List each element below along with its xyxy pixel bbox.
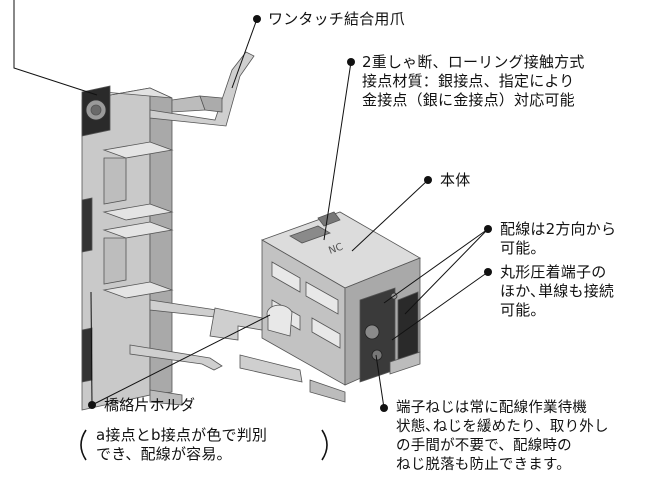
contact-line-2: 接点材質：銀接点、指定により (362, 72, 575, 90)
wiring-line-1: 配線は2方向から (500, 220, 617, 238)
holder-callout-title: 橋絡片ホルダ (104, 396, 196, 414)
terminal-line-3: 可能。 (500, 301, 546, 319)
wiring-callout: 配線は2方向から 可能。 (500, 220, 616, 258)
screw-line-2: 状態､ねじを緩めたり、取り外し (396, 419, 609, 435)
wiring-line-2: 可能。 (500, 239, 546, 257)
wiring-callout-dot (484, 225, 492, 233)
screw-line-1: 端子ねじは常に配線作業待機 (396, 400, 588, 416)
holder-callout-desc: a接点とb接点が色で判別 でき、配線が容易。 (96, 426, 267, 464)
claw-callout-dot (253, 15, 261, 23)
claw-callout: ワンタッチ結合用爪 (268, 10, 405, 28)
left-bracket (80, 429, 87, 461)
right-bracket (321, 429, 328, 461)
screw-line-4: ねじ脱落も防止できます。 (396, 457, 571, 473)
terminal-line-2: ほか､単線も接続 (500, 282, 615, 300)
terminal-callout-dot (484, 268, 492, 276)
leader-lines (13, 0, 489, 409)
contact-line-3: 金接点（銀に金接点）対応可能 (362, 91, 575, 109)
terminal-line-1: 丸形圧着端子の (500, 263, 607, 281)
holder-callout-dot (88, 401, 96, 409)
screw-callout: 端子ねじは常に配線作業待機 状態､ねじを緩めたり、取り外し の手間が不要で、配線… (396, 399, 609, 475)
screw-callout-dot (380, 404, 388, 412)
holder-line-1: a接点とb接点が色で判別 (96, 426, 268, 444)
contact-line-1: 2重しゃ断、ローリング接触方式 (362, 53, 585, 71)
contact-callout-dot (347, 58, 355, 66)
terminal-callout: 丸形圧着端子の ほか､単線も接続 可能。 (500, 263, 614, 320)
svg-text:NC: NC (327, 242, 344, 257)
contact-callout: 2重しゃ断、ローリング接触方式 接点材質：銀接点、指定により 金接点（銀に金接点… (362, 53, 585, 110)
left-contact-unit (81, 51, 255, 411)
holder-line-2: でき、配線が容易。 (96, 445, 232, 463)
right-contact-unit: NC (209, 211, 421, 403)
body-callout: 本体 (440, 171, 471, 189)
screw-line-3: の手間が不要で、配線時の (396, 438, 572, 454)
body-callout-dot (424, 176, 432, 184)
